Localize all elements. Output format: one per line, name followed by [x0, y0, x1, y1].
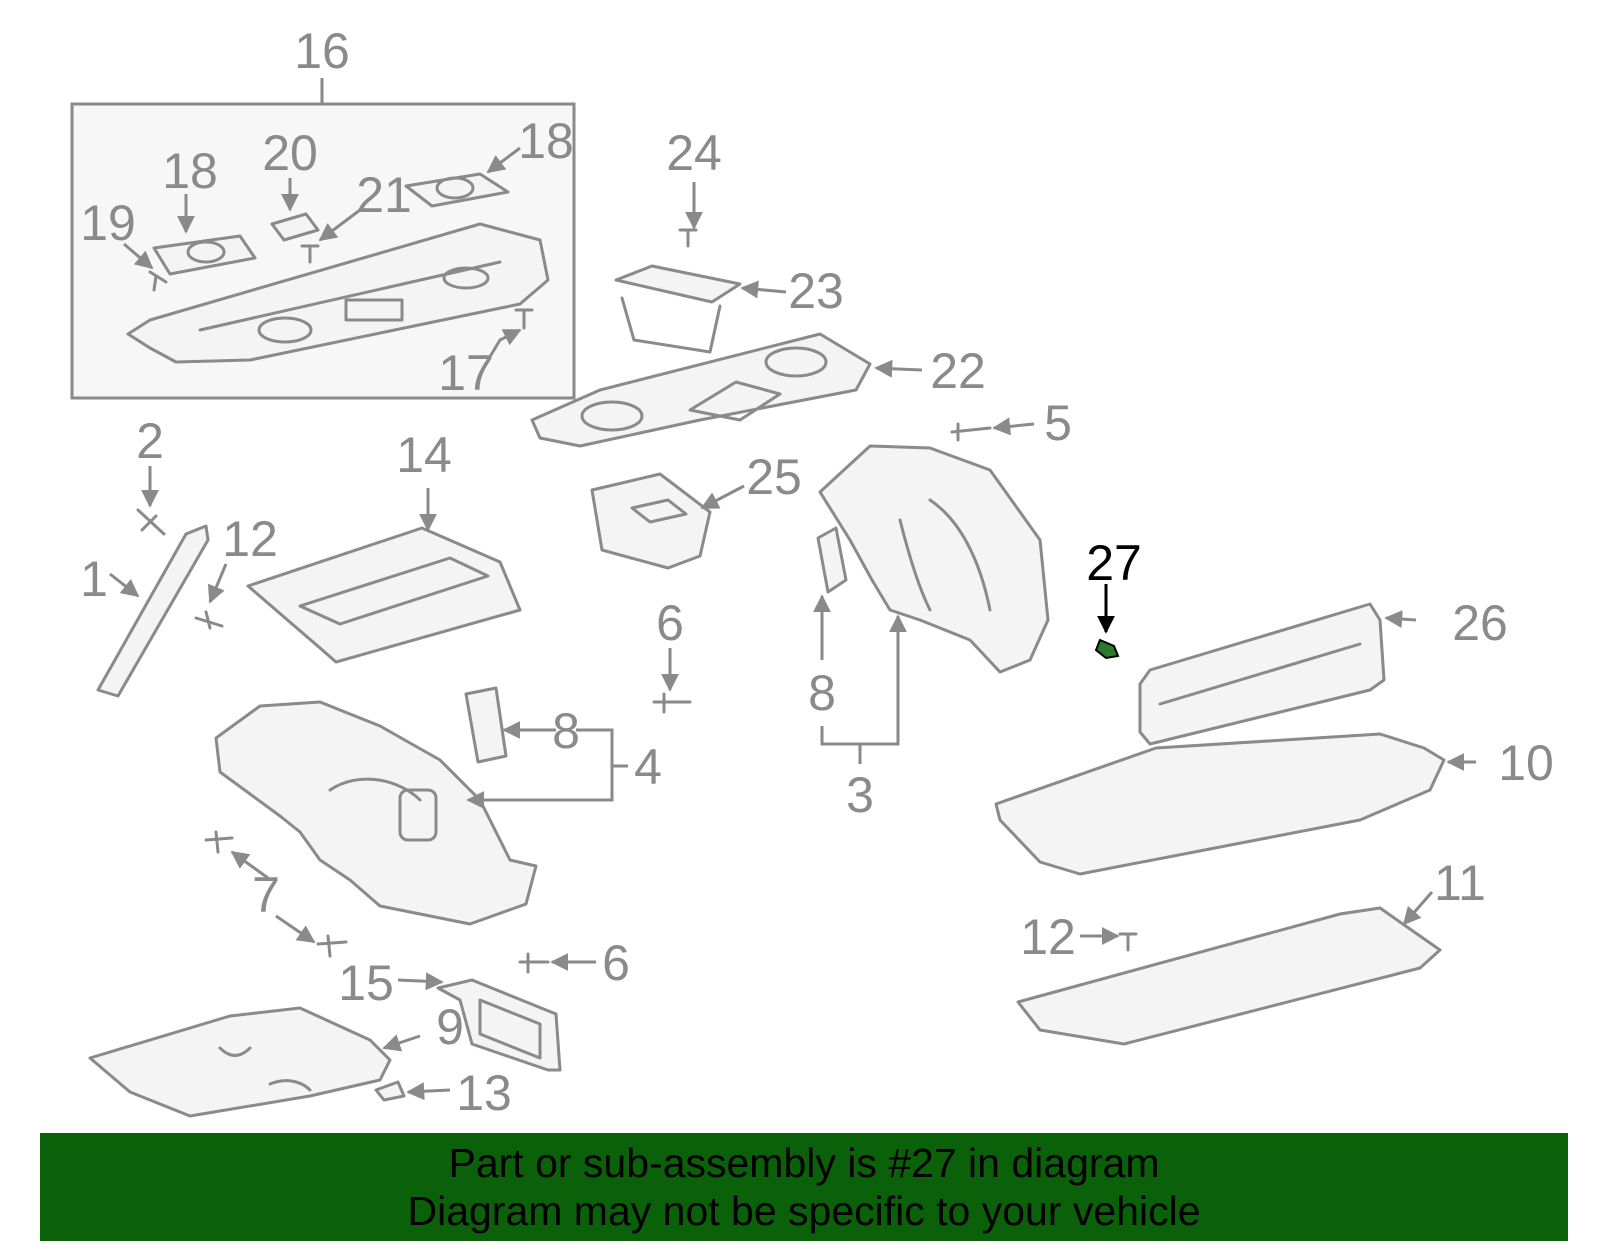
- vent-frame-23[interactable]: [614, 264, 742, 354]
- part-label: 8: [552, 703, 580, 759]
- trunk-mat-10[interactable]: [994, 732, 1446, 876]
- part-label: 12: [222, 511, 278, 567]
- clip-7-lower[interactable]: [316, 934, 348, 958]
- part-label: 14: [396, 427, 452, 483]
- clip-21[interactable]: [300, 244, 320, 264]
- clip-7-upper[interactable]: [204, 830, 234, 854]
- clip-24[interactable]: [678, 228, 698, 248]
- banner-line-2: Diagram may not be specific to your vehi…: [407, 1188, 1201, 1234]
- part-label: 21: [356, 167, 412, 223]
- access-cover-15[interactable]: [436, 978, 562, 1072]
- side-trim-left-4[interactable]: [214, 700, 538, 926]
- clip-12-lower[interactable]: [1118, 932, 1138, 952]
- package-tray-panel-22[interactable]: [530, 332, 872, 448]
- part-label: 8: [808, 665, 836, 721]
- bolt-2[interactable]: [136, 508, 166, 536]
- clip-27[interactable]: [1094, 638, 1120, 660]
- trim-cover-20[interactable]: [270, 212, 320, 242]
- part-label: 6: [602, 935, 630, 991]
- storage-box-25[interactable]: [590, 472, 712, 570]
- speaker-grille-right[interactable]: [404, 172, 510, 208]
- side-trim-right-3[interactable]: [818, 444, 1050, 674]
- pillar-trim-1[interactable]: [96, 524, 210, 698]
- part-label: 16: [294, 23, 350, 79]
- part-label: 7: [252, 867, 280, 923]
- clip-6-lower[interactable]: [518, 952, 550, 974]
- rear-rail-26[interactable]: [1138, 602, 1386, 746]
- part-label: 1: [80, 551, 108, 607]
- part-labels: 16 18 20 21 18 19 17 24 23 22 2 14 12 1 …: [80, 23, 1554, 1121]
- speaker-grille-left[interactable]: [152, 234, 257, 276]
- part-label: 18: [518, 113, 574, 169]
- info-banner: Part or sub-assembly is #27 in diagram D…: [40, 1133, 1568, 1241]
- part-label-highlighted: 27: [1086, 535, 1142, 591]
- floor-mat-9[interactable]: [88, 1006, 392, 1118]
- part-label: 5: [1044, 395, 1072, 451]
- clip-12-upper[interactable]: [194, 610, 224, 630]
- part-label: 10: [1498, 735, 1554, 791]
- part-label: 15: [338, 955, 394, 1011]
- part-label: 12: [1020, 909, 1076, 965]
- part-label: 3: [846, 767, 874, 823]
- banner-line-1: Part or sub-assembly is #27 in diagram: [448, 1140, 1160, 1186]
- part-label: 17: [438, 345, 494, 401]
- part-label: 19: [80, 195, 136, 251]
- clip-13[interactable]: [374, 1080, 406, 1102]
- part-label: 9: [436, 999, 464, 1055]
- floor-board-11[interactable]: [1016, 906, 1442, 1046]
- part-label: 13: [456, 1065, 512, 1121]
- part-label: 26: [1452, 595, 1508, 651]
- part-label: 23: [788, 263, 844, 319]
- part-label: 6: [656, 595, 684, 651]
- part-label: 22: [930, 343, 986, 399]
- part-label: 4: [634, 739, 662, 795]
- part-label: 18: [162, 143, 218, 199]
- package-tray-trim[interactable]: [126, 222, 550, 364]
- bolt-5[interactable]: [950, 422, 992, 442]
- clip-6-upper[interactable]: [652, 692, 692, 714]
- clip-17[interactable]: [514, 308, 534, 330]
- part-label: 25: [746, 449, 802, 505]
- bracket-8-right[interactable]: [816, 526, 848, 594]
- part-label: 24: [666, 125, 722, 181]
- bracket-8-left[interactable]: [464, 686, 508, 764]
- clip-19[interactable]: [148, 270, 168, 292]
- part-label: 2: [136, 413, 164, 469]
- tray-14[interactable]: [246, 526, 522, 664]
- part-label: 11: [1434, 855, 1486, 911]
- part-label: 20: [262, 125, 318, 181]
- leader-lines: [109, 146, 1476, 1101]
